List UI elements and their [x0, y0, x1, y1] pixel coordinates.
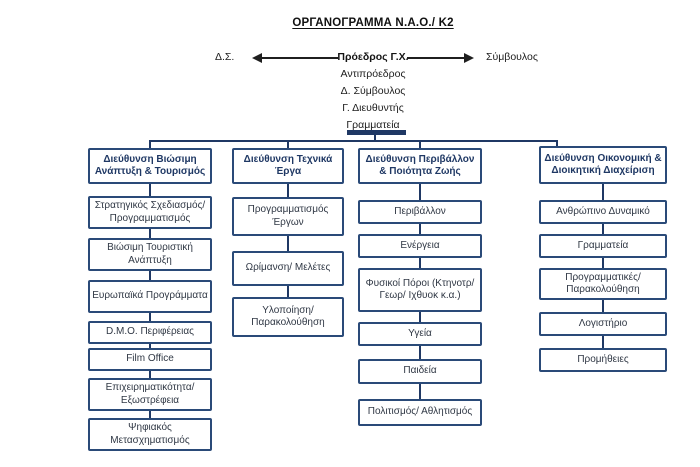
org-node: Επιχειρηματικότητα/ Εξωστρέφεια	[88, 378, 212, 411]
org-node: Υγεία	[358, 322, 482, 346]
org-node: Στρατηγικός Σχεδιασμός/ Προγραμματισμός	[88, 196, 212, 229]
dept-header-technical: Διεύθυνση Τεχνικά Έργα	[232, 148, 344, 184]
connector-drop-1	[149, 140, 151, 150]
dept-header-finance: Διεύθυνση Οικονομική & Διοικητική Διαχεί…	[539, 146, 667, 184]
advisor-label: Σύμβουλος	[486, 51, 538, 63]
org-node: Προμήθειες	[539, 348, 667, 372]
arrow-left-line	[261, 57, 338, 59]
connector-thick-bar	[347, 130, 406, 135]
page-title: ΟΡΓΑΝΟΓΡΑΜΜΑ Ν.Α.Ο./ Κ2	[292, 17, 454, 29]
org-node: Ενέργεια	[358, 234, 482, 258]
org-node: D.M.O. Περιφέρειας	[88, 321, 212, 344]
leadership-stack: Πρόεδρος Γ.Χ. Αντιπρόεδρος Δ. Σύμβουλος …	[288, 49, 458, 134]
dept-header-tourism: Διεύθυνση Βιώσιμη Ανάπτυξη & Τουρισμός	[88, 148, 212, 184]
connector-drop-2	[287, 140, 289, 150]
board-label: Δ.Σ.	[215, 51, 235, 63]
org-node: Λογιστήριο	[539, 312, 667, 336]
org-node: Βιώσιμη Τουριστική Ανάπτυξη	[88, 238, 212, 271]
arrow-right-line	[407, 57, 465, 59]
org-node: Παιδεία	[358, 359, 482, 384]
org-node: Προγραμματισμός Έργων	[232, 197, 344, 236]
org-node: Προγραμματικές/ Παρακολούθηση	[539, 268, 667, 300]
connector-drop-3	[419, 140, 421, 150]
org-node: Ψηφιακός Μετασχηματισμός	[88, 418, 212, 451]
org-node: Υλοποίηση/ Παρακολούθηση	[232, 297, 344, 337]
column-spine-4	[602, 166, 604, 350]
org-node: Γραμματεία	[539, 234, 667, 258]
org-node: Ανθρώπινο Δυναμικό	[539, 200, 667, 224]
org-node: Film Office	[88, 348, 212, 371]
org-node: Περιβάλλον	[358, 200, 482, 224]
staff-line: Δ. Σύμβουλος	[340, 85, 406, 97]
connector-horizontal	[149, 140, 558, 142]
org-node: Ευρωπαϊκά Προγράμματα	[88, 280, 212, 313]
arrow-left-icon	[252, 53, 262, 63]
staff-line: Γ. Διευθυντής	[342, 102, 404, 114]
president-label: Πρόεδρος Γ.Χ.	[337, 51, 409, 63]
connector-stub	[374, 135, 376, 142]
org-node: Φυσικοί Πόροι (Κτηνοτρ/ Γεωρ/ Ιχθυοκ κ.α…	[358, 268, 482, 312]
dept-header-environment: Διεύθυνση Περιβάλλον & Ποιότητα Ζωής	[358, 148, 482, 184]
org-node: Ωρίμανση/ Μελέτες	[232, 251, 344, 286]
staff-line: Αντιπρόεδρος	[340, 68, 406, 80]
arrow-right-icon	[464, 53, 474, 63]
connector-drop-4	[556, 140, 558, 148]
org-node: Πολιτισμός/ Αθλητισμός	[358, 399, 482, 426]
staff-line: Γραμματεία	[346, 119, 400, 131]
